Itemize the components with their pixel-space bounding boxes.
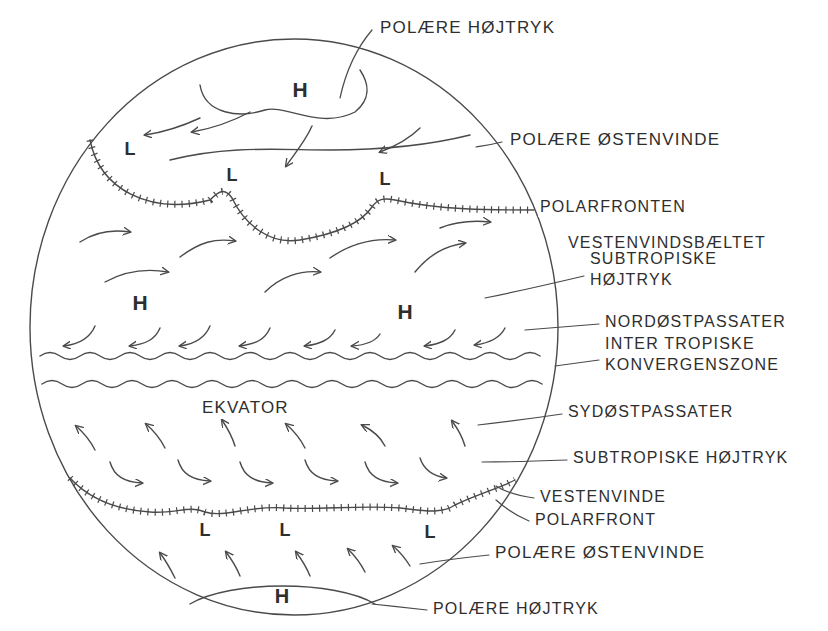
region-label: SUBTROPISKE HØJTRYK [571,448,790,469]
pressure-symbol: L [123,138,138,161]
wind-arrow [105,270,168,282]
pressure-symbol: L [225,164,240,187]
leader-line [496,486,534,498]
region-label: POLÆRE ØSTENVINDE [493,542,707,564]
wind-arrow [365,462,397,483]
wind-arrow [178,460,210,481]
region-label: POLÆRE HØJTRYK [378,17,557,39]
front-line [70,478,515,514]
wind-arrow [110,462,142,483]
wind-arrow [286,126,312,166]
wind-arrow [192,112,250,132]
wind-arrow [380,128,420,152]
pressure-symbol: L [278,519,293,542]
front-ticks [70,478,515,514]
wind-arrow [265,272,320,292]
leader-line [482,460,567,462]
wind-arrow [425,330,455,346]
wind-arrow [415,243,465,272]
art-group [145,112,420,166]
leader-line [372,604,427,610]
wind-arrow [393,546,410,566]
region-label: POLARFRONTEN [538,197,688,218]
art-group [160,546,410,578]
wind-arrow [305,460,337,481]
leader-line [478,414,562,425]
leader-line [485,276,584,298]
region-label: POLÆRE ØSTENVINDE [508,129,722,151]
leader-line [476,142,502,147]
wind-arrow [475,328,505,345]
wind-arrow [145,118,200,135]
wind-arrow [348,549,365,572]
wind-arrow [180,326,210,346]
wind-arrow [296,552,310,576]
wind-arrow [130,328,160,346]
region-label: POLARFRONT [533,510,658,531]
wind-arrow [146,424,165,448]
pressure-symbol: L [378,168,393,191]
leader-line [525,324,599,330]
front-line [170,135,470,160]
leader-line [496,500,529,521]
wind-arrow [420,458,446,478]
wind-arrow [440,221,490,228]
wind-arrow [240,462,272,483]
pressure-symbol: H [130,289,149,316]
wind-arrow [80,231,130,242]
leader-line [555,360,599,366]
wind-arrow [180,240,235,257]
pressure-symbol: L [423,521,438,544]
art-group [80,221,490,292]
wind-arrow [286,424,305,448]
wind-arrow [240,328,270,346]
art-group [64,326,505,346]
region-label: VESTENVINDE [538,487,668,508]
region-label: EKVATOR [200,397,291,419]
itcz-line [40,353,540,360]
region-label: POLÆRE HØJTRYK [431,599,601,620]
globe-outline [30,39,558,615]
pressure-symbol: H [395,298,414,325]
wind-arrow [330,240,395,258]
wind-arrow [305,330,335,346]
art-group [76,420,465,450]
leader-line [340,30,372,98]
pressure-symbol: H [290,76,309,103]
region-label: NORDØSTPASSATER [603,312,788,333]
wind-arrow [352,334,380,346]
leader-line [420,555,489,564]
itcz-line [42,381,542,388]
wind-arrow [64,326,95,346]
front-line [90,140,534,241]
region-label: INTER TROPISKE KONVERGENSZONE [603,334,812,376]
wind-arrow [222,420,235,446]
pressure-boundary [200,70,367,118]
wind-arrow [76,426,95,450]
region-label: SUBTROPISKE HØJTRYK [588,249,757,291]
wind-arrow [362,425,385,446]
wind-arrow [160,553,175,578]
art-group [110,458,446,483]
wind-arrow [226,552,240,576]
pressure-symbol: L [198,519,213,542]
wind-arrow [452,421,465,446]
front-ticks [90,140,534,241]
pressure-symbol: H [273,583,291,609]
region-label: SYDØSTPASSATER [566,402,736,423]
